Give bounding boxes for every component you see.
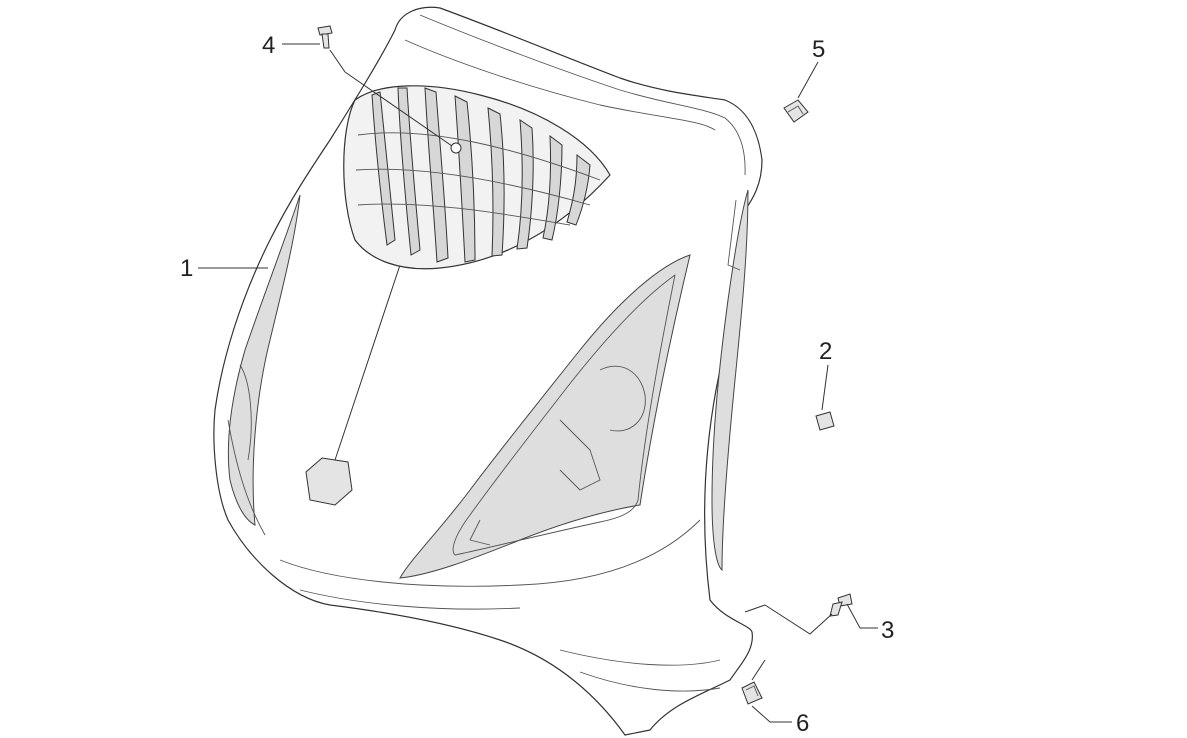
- callout-4: 4: [262, 32, 276, 59]
- callout-5: 5: [812, 36, 826, 63]
- front-shield: [213, 6, 763, 736]
- screw-lower-part: [744, 593, 878, 635]
- callout-2: 2: [819, 338, 833, 365]
- callout-1: 1: [180, 255, 194, 282]
- screw-top-part: [282, 25, 453, 147]
- clip-nut-top-part: [783, 61, 819, 123]
- grille: [343, 85, 611, 270]
- callout-3: 3: [881, 617, 895, 644]
- clip-nut-right-part: [815, 364, 835, 431]
- clip-nut-lower-part: [741, 659, 792, 723]
- callout-6: 6: [796, 710, 810, 737]
